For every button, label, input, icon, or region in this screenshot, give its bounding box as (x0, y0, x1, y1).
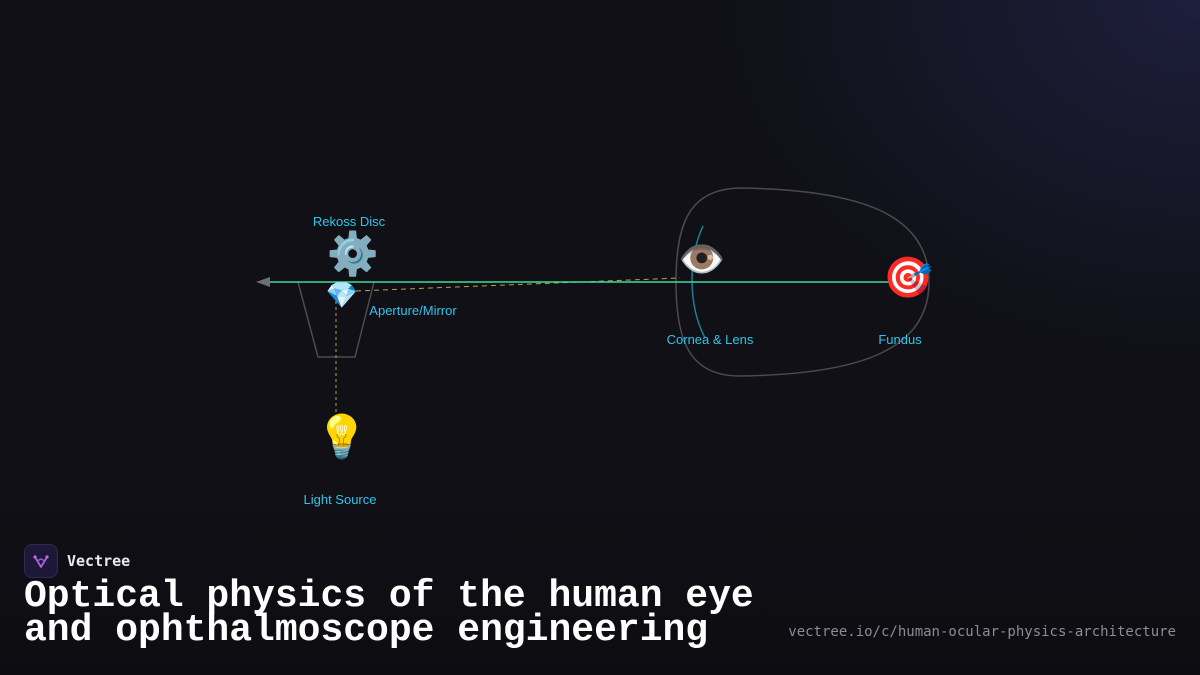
brand-name: Vectree (67, 552, 131, 570)
title-line-1: Optical physics of the human eye (24, 575, 754, 618)
eye-icon: 👁️ (678, 237, 726, 281)
source-url: vectree.io/c/human-ocular-physics-archit… (788, 624, 1176, 640)
brand: Vectree (24, 544, 130, 578)
target-icon: 🎯 (883, 255, 933, 301)
label-cornea-lens: Cornea & Lens (666, 332, 754, 347)
label-rekoss-disc: Rekoss Disc (312, 214, 386, 229)
light-path-to-eye (355, 277, 681, 292)
label-fundus: Fundus (878, 332, 922, 347)
label-light-source: Light Source (303, 492, 377, 507)
title-line-2: and ophthalmoscope engineering (24, 609, 709, 652)
page-title: Optical physics of the human eye and oph… (24, 578, 784, 650)
gem-icon: 💎 (325, 281, 359, 311)
vectree-logo-icon (24, 544, 58, 578)
light-bulb-icon: 💡 (315, 412, 369, 461)
gear-icon: ⚙️ (326, 229, 380, 278)
eye-outline (675, 187, 930, 377)
axis-arrowhead (256, 277, 270, 287)
label-aperture-mirror: Aperture/Mirror (369, 303, 457, 318)
